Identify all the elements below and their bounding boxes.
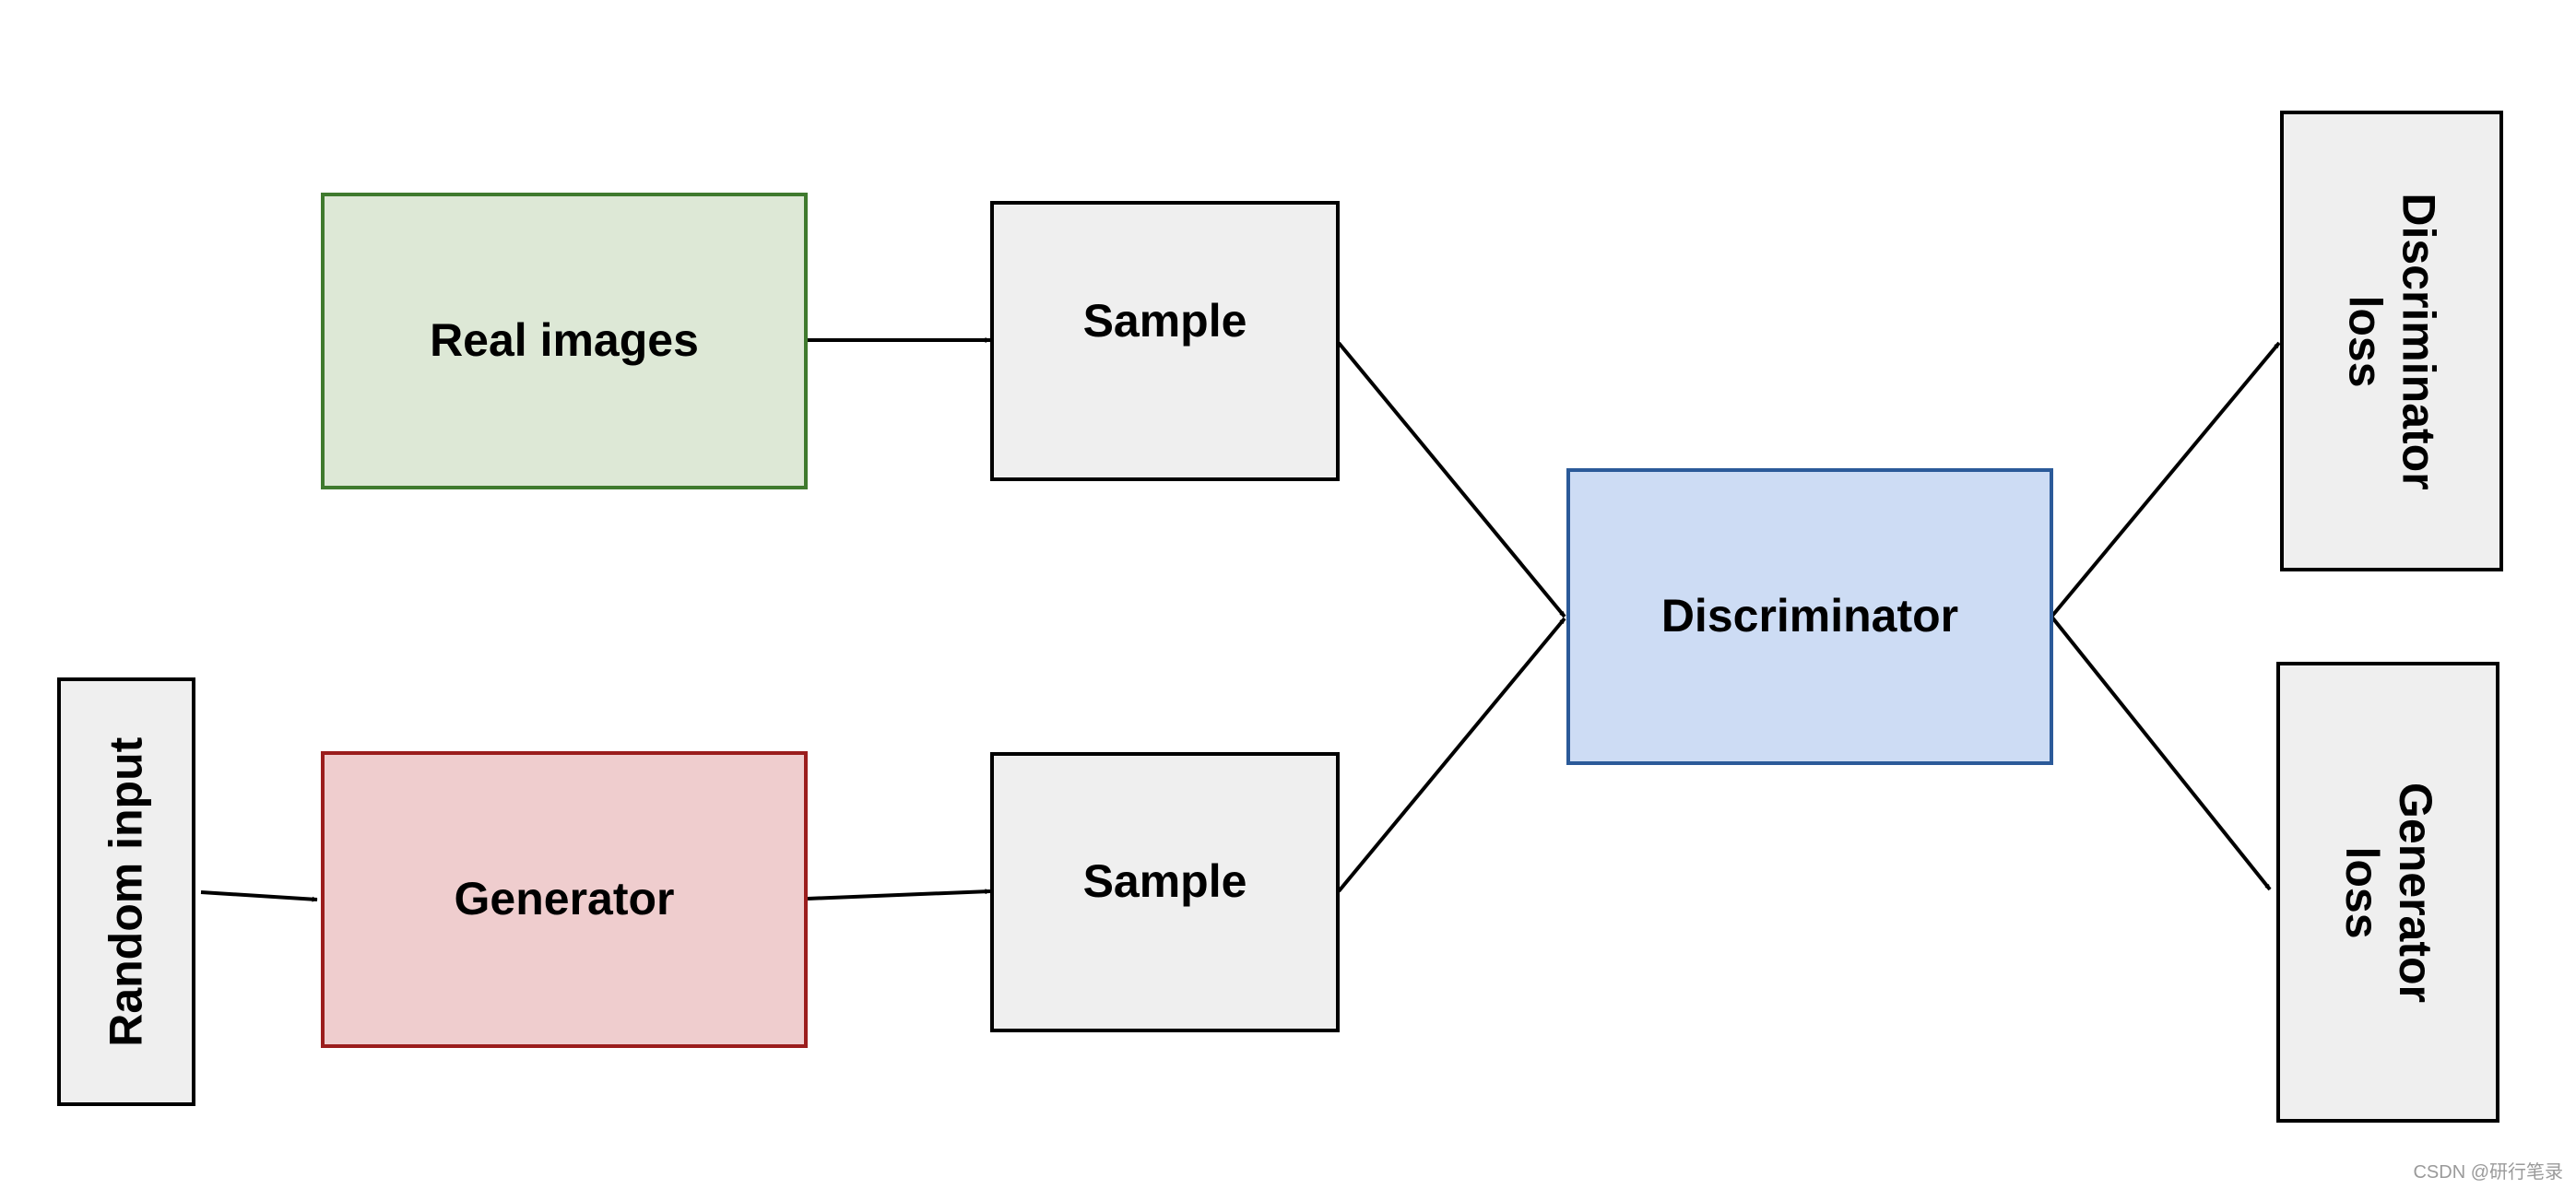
sample-fake-label: Sample [1082, 855, 1247, 907]
discriminator-box: Discriminator [1566, 468, 2053, 765]
edge-discriminator-to-discriminator-loss [2050, 341, 2281, 618]
generator-box: Generator [321, 751, 808, 1048]
generator-label: Generator [454, 873, 675, 925]
sample-real-box: Sample [990, 201, 1340, 481]
edge-generator-to-sample [807, 889, 991, 901]
watermark-text: CSDN @研行笔录 [2413, 1162, 2563, 1183]
edge-sample-real-to-discriminator [1337, 341, 1566, 618]
random-input-label: Random input [100, 736, 152, 1047]
real-images-label: Real images [430, 314, 699, 367]
edge-random-to-generator [200, 890, 318, 902]
discriminator-label: Discriminator [1660, 590, 1959, 642]
real-images-box: Real images [321, 193, 808, 489]
edge-discriminator-to-generator-loss [2050, 616, 2272, 891]
sample-fake-box: Sample [990, 752, 1340, 1032]
random-input-box: Random input [57, 677, 195, 1106]
edge-sample-fake-to-discriminator [1337, 617, 1566, 893]
sample-real-label: Sample [1082, 295, 1247, 347]
